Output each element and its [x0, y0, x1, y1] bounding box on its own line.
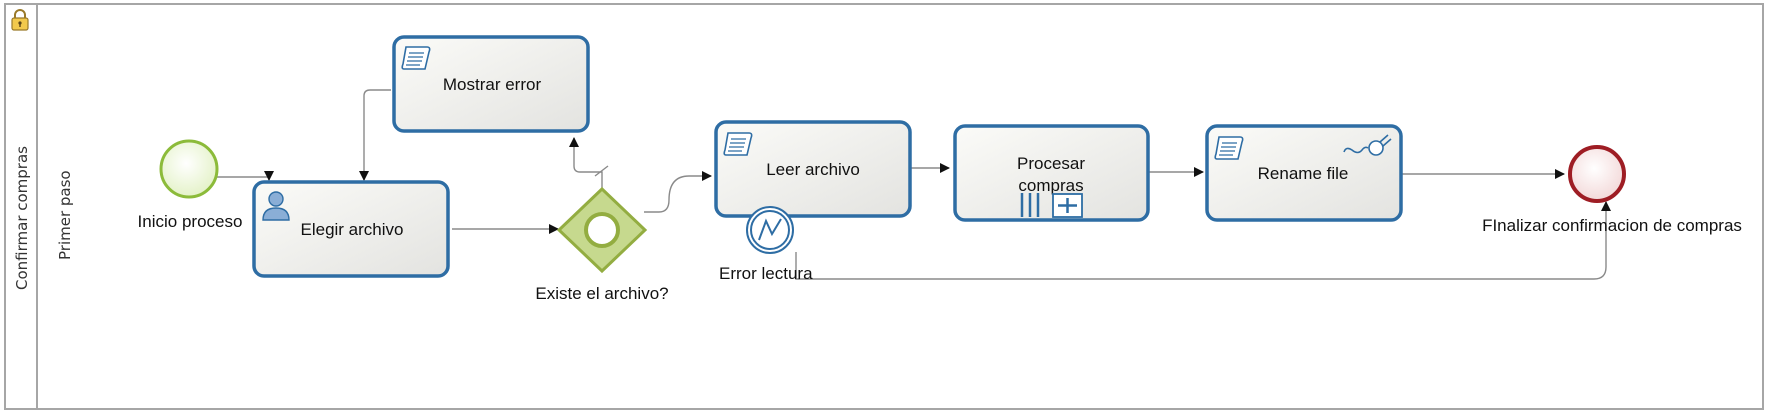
flow-mostrar-to-elegir[interactable]: [359, 89, 391, 181]
script-icon: [723, 132, 753, 156]
user-icon: [262, 191, 290, 221]
task-procesar-compras-label-2: compras: [1018, 176, 1083, 195]
connector-plug-icon: [1343, 134, 1392, 156]
pool-label: Confirmar compras: [13, 146, 31, 290]
task-rename-file[interactable]: Rename file: [1205, 124, 1403, 222]
task-procesar-compras-label-1: Procesar: [1017, 154, 1085, 173]
gateway-existe-archivo[interactable]: [556, 186, 648, 274]
task-mostrar-error[interactable]: Mostrar error: [392, 35, 590, 133]
task-procesar-compras[interactable]: Procesar compras: [953, 124, 1150, 222]
task-leer-archivo-label: Leer archivo: [766, 160, 860, 179]
end-event-label: FInalizar confirmacion de compras: [1482, 216, 1742, 235]
sequence-flows: [217, 89, 1611, 280]
subprocess-expand-icon: [1052, 193, 1083, 218]
flow-gateway-to-leer[interactable]: [644, 171, 712, 213]
boundary-error-label: Error lectura: [719, 264, 813, 283]
default-flow-marker: [594, 165, 609, 177]
multi-instance-icon: [1020, 193, 1040, 217]
lane-label: Primer paso: [56, 170, 74, 260]
flow-start-to-elegir[interactable]: [217, 171, 274, 181]
task-leer-archivo[interactable]: Leer archivo: [714, 120, 912, 218]
task-elegir-archivo-label: Elegir archivo: [301, 220, 404, 239]
task-elegir-archivo[interactable]: Elegir archivo: [252, 180, 450, 278]
end-event[interactable]: [1568, 145, 1626, 203]
start-event-label: Inicio proceso: [138, 212, 243, 231]
lock-icon: [11, 9, 29, 31]
flow-error-to-end[interactable]: [795, 201, 1611, 280]
task-mostrar-error-label: Mostrar error: [443, 75, 542, 94]
error-bolt-icon: [758, 218, 782, 241]
flow-gateway-to-mostrar[interactable]: [569, 137, 603, 189]
task-rename-file-label: Rename file: [1258, 164, 1349, 183]
script-icon: [1214, 136, 1244, 160]
inclusive-gateway-icon: [584, 212, 620, 248]
boundary-error-event[interactable]: [746, 206, 794, 254]
script-icon: [401, 46, 431, 70]
gateway-label: Existe el archivo?: [535, 284, 668, 303]
start-event[interactable]: [159, 139, 219, 199]
